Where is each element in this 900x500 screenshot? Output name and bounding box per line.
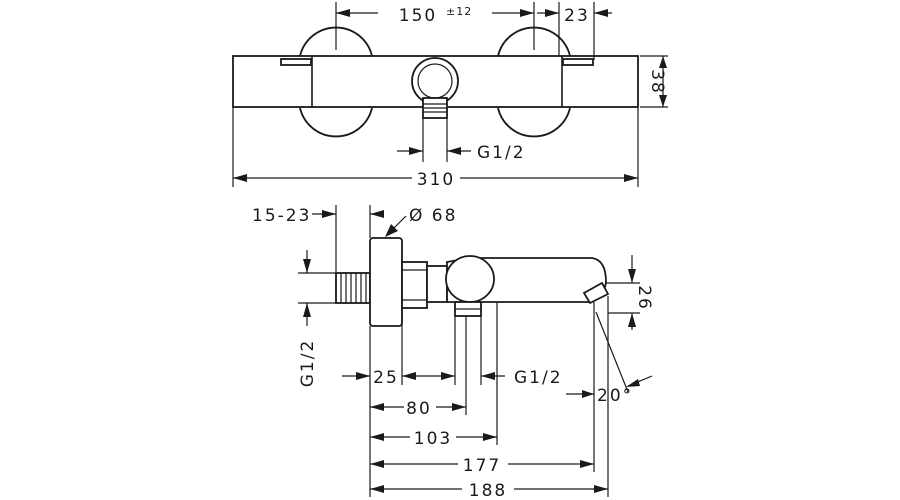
dim-177: 177: [463, 456, 501, 476]
dim-g12-left: G1/2: [298, 339, 318, 388]
dim-26: 26: [634, 285, 654, 311]
dim-dia-68: Ø 68: [409, 206, 457, 226]
threaded-inlet: [335, 272, 371, 304]
top-view: 150 ±12 23 38 G1/2 310: [232, 2, 668, 190]
dim-g12-bottom: G1/2: [514, 368, 563, 388]
escutcheon: [369, 237, 403, 327]
dim-188: 188: [469, 481, 507, 500]
dim-g12-top: G1/2: [477, 143, 526, 163]
dim-20-deg: 20°: [597, 386, 633, 406]
dim-150-tolerance: ±12: [446, 5, 472, 18]
side-view: 15-23 Ø 68 G1/2 25 G1/2: [252, 205, 654, 500]
dim-23: 23: [564, 6, 590, 26]
connection-nut: [401, 261, 428, 309]
spout-ring-top: [411, 57, 459, 105]
dim-310: 310: [417, 170, 455, 190]
dim-80: 80: [406, 399, 432, 419]
spout-tip: [582, 281, 610, 305]
dim-103: 103: [414, 429, 452, 449]
dim-150: 150: [399, 6, 437, 26]
dim-25: 25: [373, 368, 399, 388]
control-knob: [445, 255, 495, 303]
dim-15-23: 15-23: [252, 206, 311, 226]
dim-38: 38: [647, 69, 667, 95]
